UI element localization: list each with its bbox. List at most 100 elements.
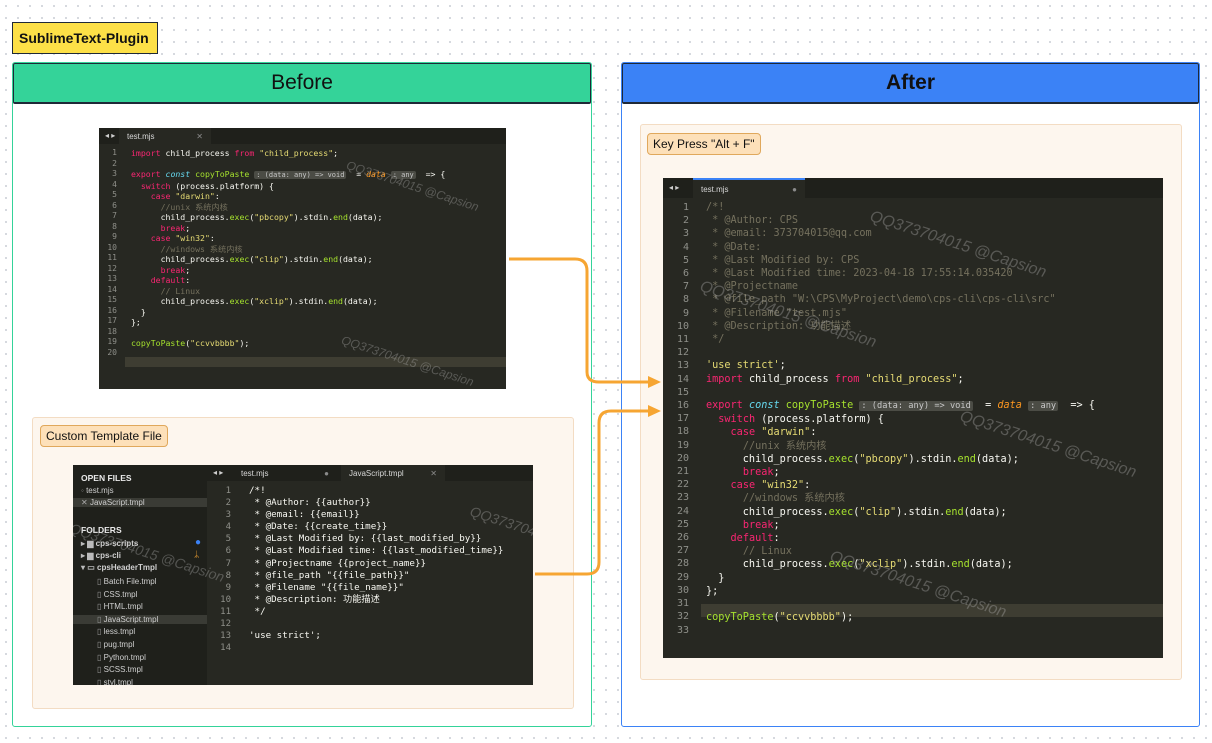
- file-icon: ▯: [97, 627, 104, 637]
- before-tabbar: ◂ ▸ test.mjs ✕: [99, 128, 506, 144]
- after-code: /*! * @Author: CPS * @email: 373704015@q…: [706, 202, 1095, 624]
- line-number: 12: [107, 263, 117, 273]
- close-tab-icon[interactable]: ✕: [430, 468, 437, 478]
- nav-arrows-icon[interactable]: ◂ ▸: [105, 131, 116, 140]
- after-title: After: [885, 71, 935, 94]
- line-number: 24: [676, 505, 689, 517]
- template-file-label: less.tmpl: [103, 627, 136, 637]
- template-file-label: styl.tmpl: [103, 677, 133, 685]
- template-file-label: Batch File.tmpl: [103, 577, 157, 586]
- line-number: 16: [107, 305, 117, 315]
- open-file-item[interactable]: ✕ JavaScript.tmpl: [73, 498, 207, 507]
- before-header: Before: [13, 63, 591, 104]
- line-number: 4: [225, 522, 231, 533]
- template-file-item[interactable]: ▯ JavaScript.tmpl: [73, 614, 207, 624]
- line-number: 3: [112, 169, 117, 178]
- folder-label: cps-cli: [95, 551, 121, 560]
- dirty-dot-icon[interactable]: ●: [324, 468, 329, 478]
- line-number: 1: [682, 202, 689, 213]
- line-number: 22: [676, 479, 689, 491]
- tab-test-mjs[interactable]: test.mjs ●: [693, 178, 805, 198]
- template-file-item[interactable]: ▯ less.tmpl: [97, 627, 135, 636]
- line-number: 12: [220, 619, 231, 630]
- before-code: import child_process from "child_process…: [131, 148, 446, 348]
- tab-label: test.mjs: [701, 184, 729, 194]
- line-number: 30: [676, 584, 689, 596]
- template-file-label: HTML.tmpl: [103, 602, 143, 612]
- folder-cpsheadertmpl[interactable]: ▾ ▭ cpsHeaderTmpl: [81, 563, 157, 572]
- line-number: 13: [107, 274, 117, 283]
- file-icon: ▯: [97, 677, 104, 685]
- template-file-label: JavaScript.tmpl: [103, 614, 159, 624]
- line-number: 14: [220, 643, 231, 654]
- template-editor: OPEN FILES ◦ test.mjs ✕ JavaScript.tmpl …: [73, 465, 533, 685]
- file-icon: ▯: [97, 665, 104, 675]
- line-number: 17: [676, 413, 689, 425]
- line-number: 10: [676, 320, 689, 332]
- line-number: 20: [107, 347, 117, 357]
- line-number: 29: [676, 571, 689, 583]
- template-file-item[interactable]: ▯ Python.tmpl: [97, 653, 146, 662]
- tab-test-mjs[interactable]: test.mjs ✕: [119, 128, 211, 144]
- open-files-heading: OPEN FILES: [81, 473, 132, 483]
- folders-heading: FOLDERS: [81, 525, 122, 535]
- line-number: 3: [225, 510, 231, 521]
- line-number: 15: [676, 386, 689, 398]
- open-file-label: test.mjs: [86, 486, 114, 495]
- folder-label: cpsHeaderTmpl: [97, 563, 158, 572]
- tab-test-mjs[interactable]: test.mjs ●: [233, 465, 337, 481]
- line-number: 7: [112, 211, 117, 220]
- line-number: 14: [676, 373, 689, 385]
- open-file-item[interactable]: ◦ test.mjs: [81, 486, 114, 495]
- custom-template-chip: Custom Template File: [40, 425, 168, 447]
- template-file-item[interactable]: ▯ HTML.tmpl: [97, 602, 143, 611]
- sublimetext-plugin-tag: SublimeText-Plugin: [12, 22, 158, 54]
- line-number: 13: [676, 360, 689, 372]
- line-number: 31: [676, 598, 689, 610]
- line-number: 2: [682, 215, 689, 227]
- line-number: 32: [676, 611, 689, 623]
- template-file-item[interactable]: ▯ SCSS.tmpl: [97, 665, 143, 674]
- line-number: 33: [676, 624, 689, 636]
- template-file-item[interactable]: ▯ pug.tmpl: [97, 640, 134, 649]
- line-number: 1: [112, 148, 117, 157]
- file-icon: ▯: [97, 614, 104, 624]
- folder-cps-cli[interactable]: ▸ ▆ cps-cli: [81, 551, 121, 560]
- dirty-dot-icon[interactable]: ●: [792, 184, 797, 194]
- file-icon: ▯: [97, 589, 104, 599]
- line-number: 10: [107, 242, 117, 252]
- template-file-item[interactable]: ▯ styl.tmpl: [97, 678, 133, 685]
- template-file-item[interactable]: ▯ Batch File.tmpl: [97, 577, 157, 586]
- template-file-label: CSS.tmpl: [103, 589, 138, 599]
- close-icon[interactable]: ✕: [81, 498, 90, 507]
- line-number: 13: [220, 631, 231, 642]
- line-number: 11: [220, 606, 231, 617]
- close-tab-icon[interactable]: ✕: [196, 131, 203, 141]
- arrowhead-icon: [648, 376, 661, 388]
- line-number: 12: [676, 347, 689, 359]
- line-number: 11: [107, 253, 117, 262]
- nav-arrows-icon[interactable]: ◂ ▸: [669, 183, 680, 192]
- after-tabbar: ◂ ▸ test.mjs ●: [663, 178, 1163, 198]
- tab-label: JavaScript.tmpl: [349, 468, 404, 478]
- arrow-before-to-after: [509, 257, 648, 384]
- line-number: 5: [225, 534, 231, 545]
- arrow-template-to-after: [535, 409, 648, 576]
- line-number: 8: [225, 570, 231, 581]
- line-number: 14: [107, 284, 117, 294]
- tab-label: test.mjs: [241, 468, 269, 478]
- template-file-item[interactable]: ▯ CSS.tmpl: [97, 590, 137, 599]
- line-number: 23: [676, 492, 689, 504]
- folder-cps-scripts[interactable]: ▸ ▆ cps-scripts: [81, 539, 138, 548]
- nav-arrows-icon[interactable]: ◂ ▸: [213, 468, 224, 477]
- line-number: 19: [676, 439, 689, 451]
- line-number: 9: [112, 232, 117, 241]
- line-number: 7: [225, 558, 231, 569]
- tab-javascript-tmpl[interactable]: JavaScript.tmpl ✕: [341, 465, 445, 481]
